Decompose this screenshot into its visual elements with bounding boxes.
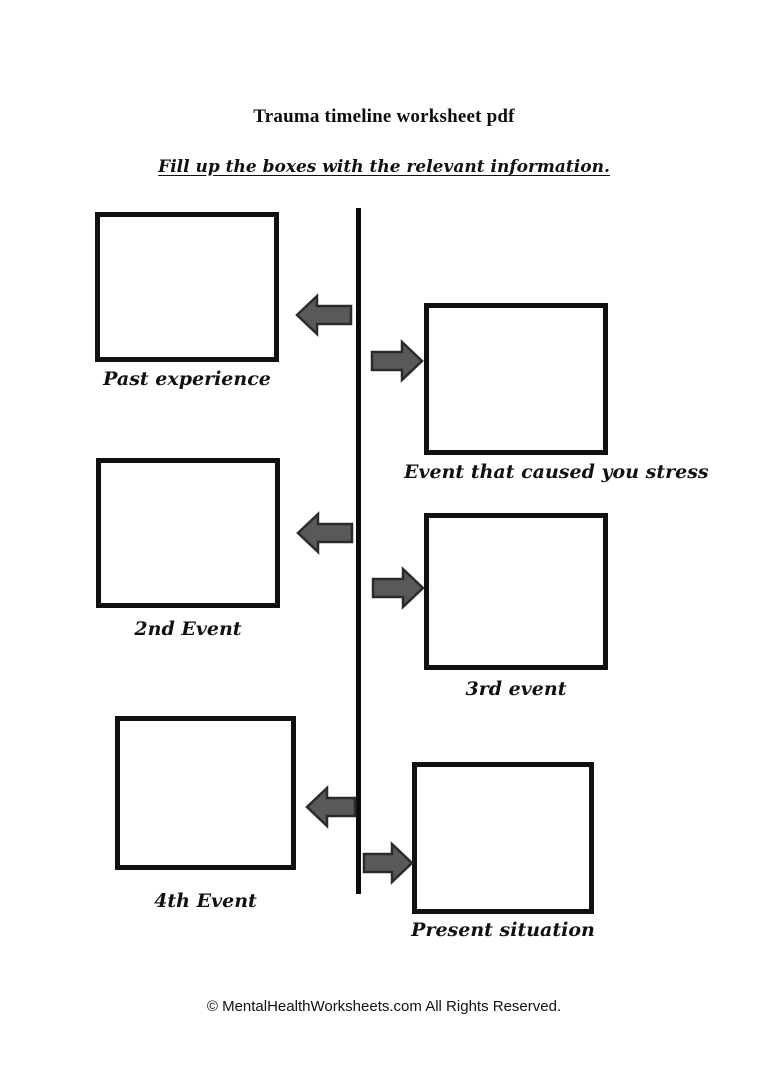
event-label-present-situation: Present situation — [411, 919, 595, 941]
event-label-past-experience: Past experience — [103, 368, 271, 390]
right-arrow-icon — [362, 841, 414, 885]
right-arrow-icon — [370, 339, 424, 383]
copyright-footer: © MentalHealthWorksheets.com All Rights … — [206, 998, 562, 1015]
event-label-fourth-event: 4th Event — [154, 890, 257, 912]
right-arrow-icon — [371, 566, 425, 610]
page-title: Trauma timeline worksheet pdf — [253, 106, 515, 127]
instruction-text: Fill up the boxes with the relevant info… — [158, 157, 610, 177]
event-box-third-event[interactable] — [424, 513, 608, 670]
event-box-past-experience[interactable] — [95, 212, 279, 362]
left-arrow-icon — [305, 785, 357, 829]
event-box-present-situation[interactable] — [412, 762, 594, 914]
event-label-second-event: 2nd Event — [134, 618, 242, 640]
left-arrow-icon — [295, 293, 353, 337]
event-box-fourth-event[interactable] — [115, 716, 296, 870]
left-arrow-icon — [296, 511, 354, 555]
event-label-stress-event: Event that caused you stress — [404, 461, 709, 483]
timeline-spine — [356, 208, 361, 894]
event-box-second-event[interactable] — [96, 458, 280, 608]
event-box-stress-event[interactable] — [424, 303, 608, 455]
event-label-third-event: 3rd event — [465, 678, 567, 700]
